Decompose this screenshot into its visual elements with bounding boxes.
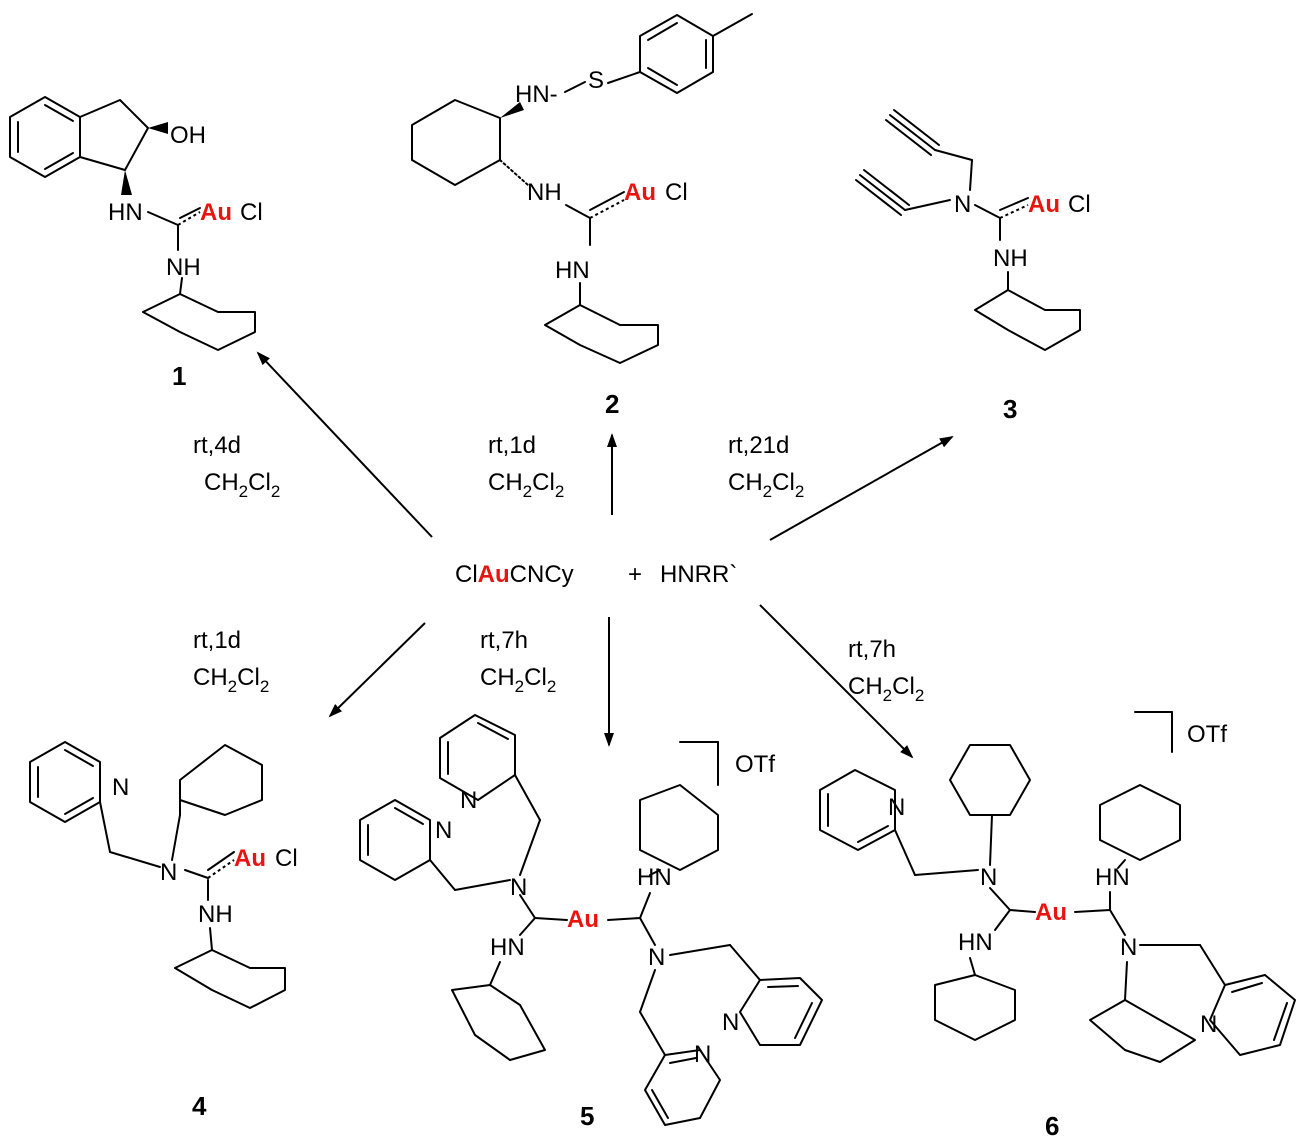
svg-text:N: N bbox=[954, 191, 971, 218]
svg-text:Au: Au bbox=[1035, 899, 1067, 926]
svg-text:Au: Au bbox=[200, 199, 232, 226]
svg-text:OH: OH bbox=[170, 122, 206, 149]
compound-5: OTf N N N Au HN HN N N bbox=[359, 714, 823, 1131]
svg-text:N: N bbox=[510, 874, 527, 901]
svg-text:CH2Cl2: CH2Cl2 bbox=[480, 664, 556, 696]
svg-text:Cl: Cl bbox=[240, 199, 263, 226]
conditions-2: rt,1d CH2Cl2 bbox=[488, 432, 564, 501]
svg-text:Cl: Cl bbox=[665, 179, 688, 206]
arrow-to-6 bbox=[759, 604, 914, 759]
reaction-arrows bbox=[256, 351, 954, 759]
svg-text:ClAuCNCy: ClAuCNCy bbox=[455, 561, 574, 588]
conditions-6: rt,7h CH2Cl2 bbox=[848, 636, 924, 705]
svg-text:N: N bbox=[1200, 1011, 1217, 1038]
svg-text:N: N bbox=[1120, 934, 1137, 961]
svg-text:HN-: HN- bbox=[515, 81, 558, 108]
svg-text:HN: HN bbox=[555, 257, 590, 284]
svg-text:Au: Au bbox=[567, 906, 599, 933]
plus-sign: + bbox=[628, 561, 642, 588]
svg-text:OTf: OTf bbox=[735, 751, 775, 778]
svg-text:HN: HN bbox=[958, 929, 993, 956]
svg-text:NH: NH bbox=[198, 901, 233, 928]
compound-6-label: 6 bbox=[1045, 1111, 1059, 1141]
arrow-to-1 bbox=[256, 351, 433, 538]
svg-text:CH2Cl2: CH2Cl2 bbox=[848, 673, 924, 705]
svg-text:N: N bbox=[112, 774, 129, 801]
svg-text:N: N bbox=[648, 944, 665, 971]
svg-text:rt,1d: rt,1d bbox=[193, 627, 241, 654]
compound-4: N N Au Cl NH 4 bbox=[29, 741, 298, 1121]
svg-text:CH2Cl2: CH2Cl2 bbox=[488, 469, 564, 501]
svg-text:Au: Au bbox=[1028, 191, 1060, 218]
compound-3: N Au Cl NH 3 bbox=[855, 109, 1091, 424]
svg-text:rt,7h: rt,7h bbox=[848, 636, 896, 663]
compound-6: OTf N N Au HN HN N N 6 bbox=[819, 711, 1296, 1141]
svg-text:CH2Cl2: CH2Cl2 bbox=[728, 469, 804, 501]
svg-text:N: N bbox=[888, 794, 905, 821]
conditions-1: rt,4d CH2Cl2 bbox=[193, 432, 280, 501]
svg-text:Au: Au bbox=[234, 845, 266, 872]
svg-text:NH: NH bbox=[527, 179, 562, 206]
conditions-4: rt,1d CH2Cl2 bbox=[193, 627, 269, 696]
compound-2: S HN- NH Au Cl HN 2 bbox=[411, 13, 753, 419]
reactants-line: ClAuCNCy + HNRR` bbox=[455, 561, 737, 588]
arrow-to-4 bbox=[328, 622, 426, 718]
svg-text:NH: NH bbox=[993, 245, 1028, 272]
svg-text:N: N bbox=[435, 817, 452, 844]
svg-text:NH: NH bbox=[166, 254, 201, 281]
compound-4-label: 4 bbox=[192, 1091, 207, 1121]
svg-text:N: N bbox=[460, 787, 477, 814]
svg-text:HN: HN bbox=[637, 864, 672, 891]
svg-text:HN: HN bbox=[490, 934, 525, 961]
svg-text:N: N bbox=[722, 1009, 739, 1036]
svg-text:rt,21d: rt,21d bbox=[728, 432, 789, 459]
svg-text:CH2Cl2: CH2Cl2 bbox=[204, 469, 280, 501]
conditions-5: rt,7h CH2Cl2 bbox=[480, 627, 556, 696]
compound-1-label: 1 bbox=[172, 361, 186, 391]
compound-3-label: 3 bbox=[1003, 394, 1017, 424]
svg-text:rt,7h: rt,7h bbox=[480, 627, 528, 654]
svg-text:S: S bbox=[588, 67, 604, 94]
svg-text:N: N bbox=[980, 864, 997, 891]
svg-text:Cl: Cl bbox=[1068, 191, 1091, 218]
svg-text:N: N bbox=[160, 859, 177, 886]
amine-reagent: HNRR` bbox=[660, 561, 737, 588]
conditions-3: rt,21d CH2Cl2 bbox=[728, 432, 804, 501]
compound-1: OH HN Au Cl NH 1 bbox=[9, 96, 263, 391]
svg-text:rt,4d: rt,4d bbox=[193, 432, 241, 459]
svg-text:HN: HN bbox=[108, 199, 143, 226]
svg-text:OTf: OTf bbox=[1187, 721, 1227, 748]
svg-text:Au: Au bbox=[624, 179, 656, 206]
svg-text:N: N bbox=[694, 1041, 711, 1068]
svg-text:CH2Cl2: CH2Cl2 bbox=[193, 664, 269, 696]
svg-text:HN: HN bbox=[1095, 864, 1130, 891]
compound-2-label: 2 bbox=[605, 389, 619, 419]
compound-5-label: 5 bbox=[580, 1101, 594, 1131]
svg-text:Cl: Cl bbox=[275, 845, 298, 872]
svg-text:rt,1d: rt,1d bbox=[488, 432, 536, 459]
arrow-to-3 bbox=[769, 436, 954, 541]
